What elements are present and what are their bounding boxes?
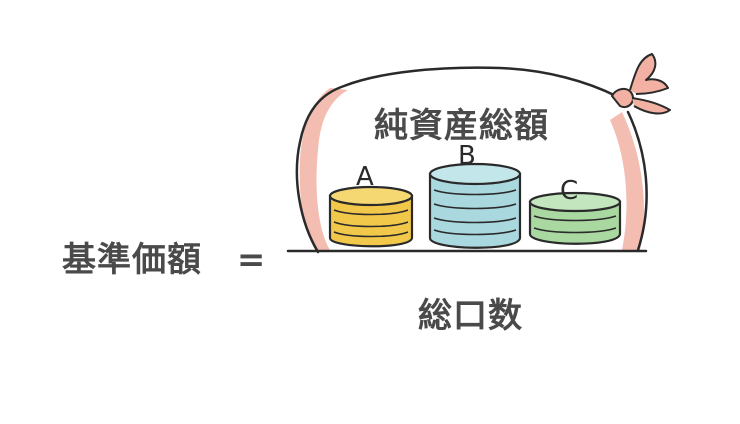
- lhs-label: 基準価額: [62, 240, 202, 280]
- bag-tie-icon: [610, 88, 634, 108]
- bag-shade-right: [610, 112, 644, 250]
- coin-label-b: B: [458, 141, 476, 171]
- coin-stack-c: [528, 191, 622, 245]
- bag-tie-ribbon-1: [629, 53, 669, 95]
- bag-outline-right: [626, 110, 648, 252]
- bag-tie-ribbon-2: [631, 97, 671, 115]
- denominator-label: 総口数: [418, 296, 523, 336]
- coin-stack-a: [328, 185, 414, 248]
- bag-shade-left: [299, 88, 348, 252]
- equation-lhs-group: 基準価額 =: [62, 232, 266, 281]
- coin-label-a: A: [356, 162, 374, 192]
- bag-outline: [295, 66, 618, 254]
- numerator-label: 純資産総額: [374, 106, 549, 146]
- coin-stack-b: [428, 162, 522, 249]
- coin-label-c: C: [560, 176, 579, 206]
- equals-sign: =: [236, 240, 267, 280]
